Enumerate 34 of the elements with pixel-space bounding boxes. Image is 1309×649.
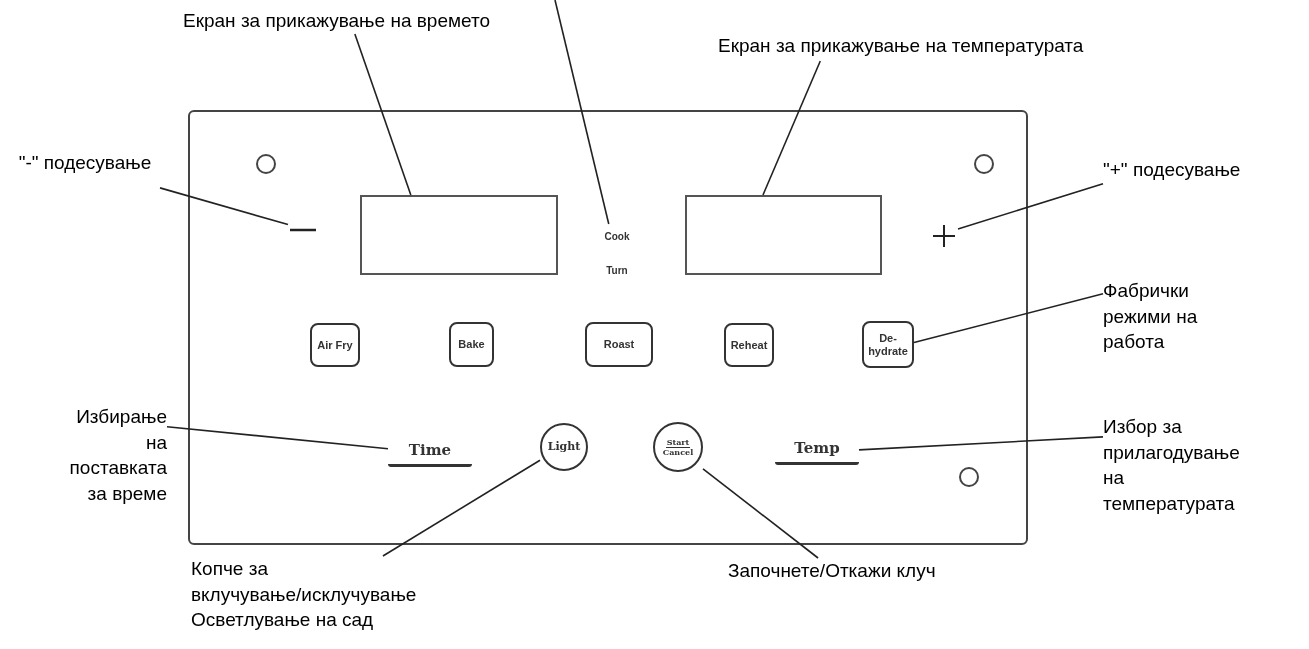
light-button: Light [540,423,588,471]
callout-text: Започнете/Откажи клуч [728,559,937,583]
callout-text: Избирање на поставката за време [68,405,167,506]
leader-line [702,468,819,559]
callout-text: Копче за вклучување/исклучување Осветлување на сад [191,557,418,633]
callout-text: Екран за прикажување на температурата [718,34,1085,58]
mode-button: De- hydrate [862,321,914,368]
mode-button: Roast [585,322,653,367]
leader-line [354,33,412,196]
time-key: Time [388,439,472,467]
leader-line [913,293,1104,344]
callout-text: "+" подесување [1103,158,1242,182]
temperature-display-screen [685,195,882,275]
start-cancel-button: Start Cancel [653,422,703,472]
leader-line [554,0,610,225]
callout-text: Екран за прикажување на времето [183,9,492,33]
leader-line [166,425,389,450]
control-panel [188,110,1028,545]
callout-text: "-" подесување [17,151,153,175]
callout-text: Избор за прилагодување на температурата [1103,415,1241,516]
leader-line [159,187,289,226]
callout-text: Фабрички режими на работа [1103,279,1199,355]
leader-line [957,182,1104,230]
time-display-screen [360,195,558,275]
indicator-text: Turn [606,266,628,276]
leader-line [858,436,1104,451]
plus-sign-icon [930,222,958,250]
mode-button: Reheat [724,323,774,367]
leader-line [382,459,541,557]
leader-line [762,60,822,196]
mode-button: Air Fry [310,323,360,367]
mode-button: Bake [449,322,494,367]
indicator-text: Cook [604,232,630,242]
temp-key: Temp [775,437,859,465]
